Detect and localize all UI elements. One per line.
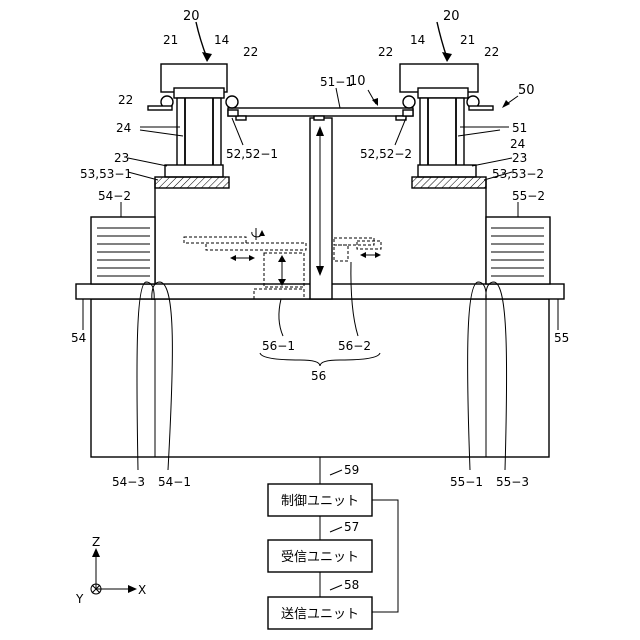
label-51-1: 51−1 xyxy=(320,75,353,89)
label-22-a: 22 xyxy=(243,45,258,59)
label-55: 55 xyxy=(554,331,569,345)
label-55-3: 55−3 xyxy=(496,475,529,489)
transmit-unit-label: 送信ユニット xyxy=(281,607,359,622)
receive-unit-label: 受信ユニット xyxy=(281,550,359,565)
label-20-left: 20 xyxy=(183,9,200,24)
label-56-2: 56−2 xyxy=(338,339,371,353)
axis-x-label: X xyxy=(138,583,146,597)
label-14-left: 14 xyxy=(214,33,229,47)
label-56-1: 56−1 xyxy=(262,339,295,353)
label-21-right: 21 xyxy=(460,33,475,47)
label-54-1: 54−1 xyxy=(158,475,191,489)
label-59: 59 xyxy=(344,463,359,477)
axis-y-label: Y xyxy=(75,592,84,606)
label-53-2: 53,53−2 xyxy=(492,167,544,181)
label-51: 51 xyxy=(512,121,527,135)
label-55-1: 55−1 xyxy=(450,475,483,489)
axis-z-label: Z xyxy=(92,535,100,549)
label-23-left: 23 xyxy=(114,151,129,165)
label-52-2: 52,52−2 xyxy=(360,147,412,161)
label-22-b: 22 xyxy=(378,45,393,59)
label-53-1: 53,53−1 xyxy=(80,167,132,181)
axis-indicator xyxy=(91,548,137,594)
side-module-right xyxy=(486,217,550,284)
top-plate xyxy=(228,108,413,116)
label-22-d: 22 xyxy=(118,93,133,107)
label-24-right: 24 xyxy=(510,137,525,151)
label-52-1: 52,52−1 xyxy=(226,147,278,161)
label-55-2: 55−2 xyxy=(512,189,545,203)
label-21-left: 21 xyxy=(163,33,178,47)
label-54-3: 54−3 xyxy=(112,475,145,489)
label-50: 50 xyxy=(518,83,535,98)
center-post xyxy=(310,118,332,299)
label-23-right: 23 xyxy=(512,151,527,165)
label-24-left: 24 xyxy=(116,121,131,135)
label-54-2: 54−2 xyxy=(98,189,131,203)
label-57: 57 xyxy=(344,520,359,534)
label-54: 54 xyxy=(71,331,86,345)
label-14-right: 14 xyxy=(410,33,425,47)
control-unit-label: 制御ユニット xyxy=(281,494,359,509)
label-22-c: 22 xyxy=(484,45,499,59)
side-module-left xyxy=(91,217,155,284)
label-56: 56 xyxy=(311,369,326,383)
label-58: 58 xyxy=(344,578,359,592)
label-20-right: 20 xyxy=(443,9,460,24)
